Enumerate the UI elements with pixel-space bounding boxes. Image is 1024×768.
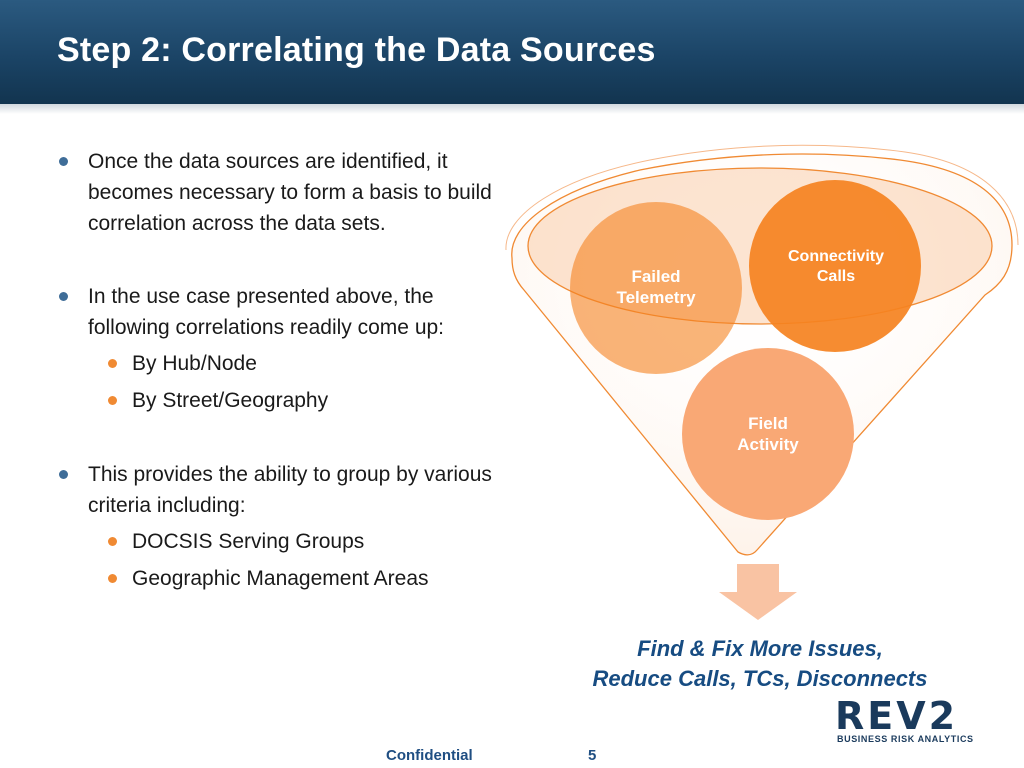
outcome-text: Find & Fix More Issues, Reduce Calls, TC… <box>592 636 928 691</box>
circle-connectivity-calls <box>749 180 921 352</box>
bullet-text: Once the data sources are identified, it… <box>88 150 492 235</box>
page-number: 5 <box>588 747 597 764</box>
bullet-item: This provides the ability to group by va… <box>58 459 518 521</box>
sub-bullet-text: By Hub/Node <box>132 352 257 375</box>
sub-bullet-item: By Street/Geography <box>108 384 518 417</box>
logo-wordmark: REV2 <box>835 694 959 738</box>
bullet-dot-icon <box>59 157 68 166</box>
bullet-text: This provides the ability to group by va… <box>88 463 492 517</box>
bullet-list: Once the data sources are identified, it… <box>58 146 518 595</box>
down-arrow-icon <box>719 564 797 620</box>
sub-bullet-text: Geographic Management Areas <box>132 567 429 590</box>
circle-label-connectivity-calls: Connectivity Calls <box>787 248 884 285</box>
title-bar-shadow <box>0 104 1024 114</box>
sub-bullet-item: By Hub/Node <box>108 347 518 380</box>
sub-bullet-text: DOCSIS Serving Groups <box>132 530 365 553</box>
bullet-text: In the use case presented above, the fol… <box>88 285 445 339</box>
title-bar <box>0 0 1024 104</box>
funnel-inner-outline <box>505 144 1019 251</box>
circle-label-field-activity: Field Activity <box>737 414 799 454</box>
sub-bullet-dot-icon <box>108 359 117 368</box>
bullet-item: Once the data sources are identified, it… <box>58 146 518 239</box>
sub-bullet-item: DOCSIS Serving Groups <box>108 525 518 558</box>
sub-bullet-item: Geographic Management Areas <box>108 562 518 595</box>
company-logo: REV2 BUSINESS RISK ANALYTICS <box>832 697 996 749</box>
sub-bullet-dot-icon <box>108 396 117 405</box>
circle-field-activity <box>682 348 854 520</box>
slide-title: Step 2: Correlating the Data Sources <box>57 31 656 69</box>
sub-bullet-dot-icon <box>108 574 117 583</box>
sub-bullet-text: By Street/Geography <box>132 389 329 412</box>
circle-failed-telemetry <box>570 202 742 374</box>
footer-confidential: Confidential <box>386 747 473 764</box>
circle-label-failed-telemetry: Failed Telemetry <box>616 267 696 307</box>
logo-tagline: BUSINESS RISK ANALYTICS <box>837 734 974 744</box>
bullet-dot-icon <box>59 470 68 479</box>
bullet-dot-icon <box>59 292 68 301</box>
sub-bullet-dot-icon <box>108 537 117 546</box>
bullet-item: In the use case presented above, the fol… <box>58 281 518 343</box>
